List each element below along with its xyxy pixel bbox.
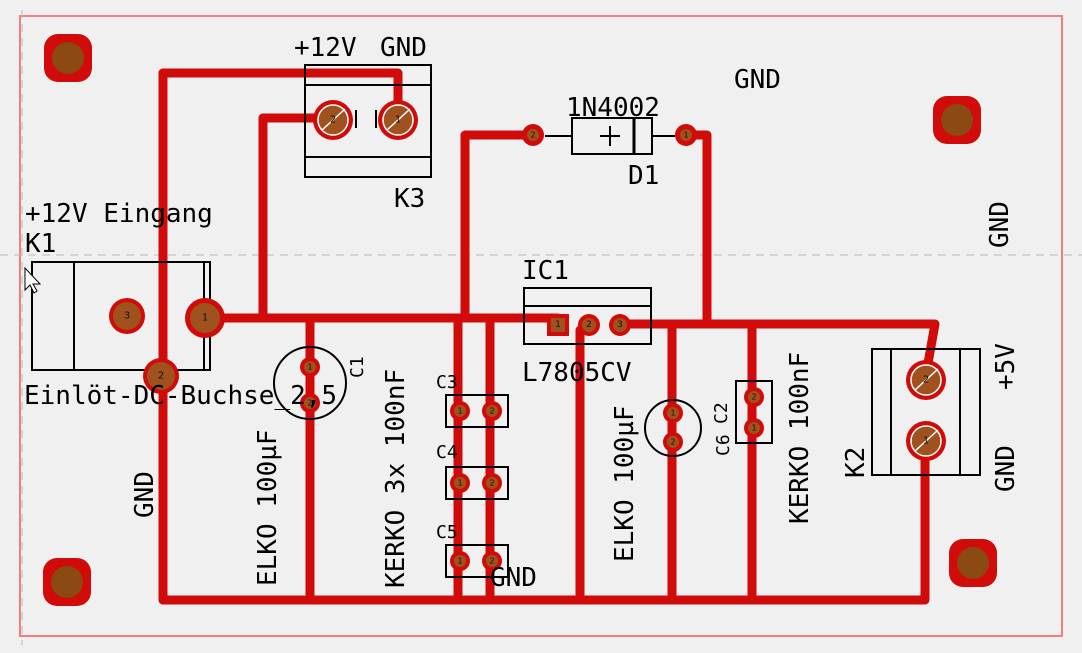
label-kerko-group: KERKO 3x 100nF bbox=[381, 369, 411, 588]
svg-text:2: 2 bbox=[586, 320, 592, 330]
svg-text:1: 1 bbox=[202, 313, 208, 324]
c6-pad-2: 2 bbox=[663, 432, 683, 452]
svg-text:3: 3 bbox=[617, 320, 623, 330]
svg-text:1: 1 bbox=[457, 407, 462, 416]
svg-text:1: 1 bbox=[307, 363, 312, 372]
label-ic1: IC1 bbox=[522, 256, 569, 286]
svg-text:2: 2 bbox=[670, 438, 675, 447]
mounting-hole-bl bbox=[43, 558, 91, 606]
label-k3-gnd: GND bbox=[380, 33, 427, 63]
svg-text:2: 2 bbox=[307, 399, 312, 408]
c3-pad-2: 2 bbox=[482, 401, 502, 421]
ic1-pad-2: 2 bbox=[578, 314, 600, 336]
label-k2: K2 bbox=[841, 447, 871, 478]
svg-text:2: 2 bbox=[489, 479, 494, 488]
label-d1: D1 bbox=[628, 161, 659, 191]
label-c2: C2 bbox=[711, 402, 732, 424]
svg-text:1: 1 bbox=[683, 131, 688, 140]
label-k3: K3 bbox=[394, 184, 425, 214]
c2-pad-2: 2 bbox=[744, 387, 764, 407]
label-c2-text: KERKO 100nF bbox=[785, 352, 815, 524]
svg-text:1: 1 bbox=[457, 557, 462, 566]
svg-text:1: 1 bbox=[670, 409, 675, 418]
k2-pad-2: 2 bbox=[906, 360, 946, 400]
label-c6-text: ELKO 100µF bbox=[610, 405, 640, 562]
mounting-hole-tr bbox=[933, 96, 981, 144]
label-gnd-left: GND bbox=[130, 471, 160, 518]
label-gnd-top: GND bbox=[734, 65, 781, 95]
c3-pad-1: 1 bbox=[450, 401, 470, 421]
svg-text:1: 1 bbox=[923, 436, 929, 447]
mouse-cursor-icon bbox=[24, 266, 42, 294]
svg-text:2: 2 bbox=[489, 407, 494, 416]
k3-pad-1: 1 bbox=[378, 100, 418, 140]
svg-text:2: 2 bbox=[751, 393, 756, 402]
c5-pad-2: 2 bbox=[482, 551, 502, 571]
ic1-pad-3: 3 bbox=[609, 314, 631, 336]
svg-text:1: 1 bbox=[395, 115, 401, 126]
c1-pad-2: 2 bbox=[300, 393, 320, 413]
label-c1: C1 bbox=[347, 356, 368, 378]
k1-pad-3: 3 bbox=[109, 298, 145, 334]
label-c5: C5 bbox=[436, 522, 458, 543]
c4-pad-2: 2 bbox=[482, 473, 502, 493]
label-ic1-part: L7805CV bbox=[522, 358, 632, 388]
mounting-hole-tl bbox=[44, 34, 92, 82]
mounting-hole-br bbox=[949, 539, 997, 587]
c6-pad-1: 1 bbox=[663, 403, 683, 423]
svg-text:1: 1 bbox=[457, 479, 462, 488]
svg-text:2: 2 bbox=[158, 371, 164, 382]
c4-pad-1: 1 bbox=[450, 473, 470, 493]
k1-pad-2: 2 bbox=[143, 358, 179, 394]
label-k3-plus: +12V bbox=[294, 33, 357, 63]
c2-pad-1: 1 bbox=[744, 418, 764, 438]
svg-text:2: 2 bbox=[530, 131, 535, 140]
label-c4: C4 bbox=[436, 442, 458, 463]
k3-pad-2: 2 bbox=[313, 100, 353, 140]
d1-pad-1: 1 bbox=[675, 124, 697, 146]
ic1-pad-1: 1 bbox=[547, 314, 569, 336]
svg-text:1: 1 bbox=[751, 424, 756, 433]
k2-pad-1: 1 bbox=[906, 421, 946, 461]
svg-text:1: 1 bbox=[555, 320, 561, 330]
label-c3: C3 bbox=[436, 372, 458, 393]
svg-text:2: 2 bbox=[923, 375, 929, 386]
label-c6: C6 bbox=[713, 434, 734, 456]
label-k1-part: Einlöt-DC-Buchse_2,5 bbox=[24, 381, 337, 411]
label-k2-plus: +5V bbox=[991, 343, 1021, 390]
svg-text:2: 2 bbox=[330, 115, 336, 126]
label-k1: K1 bbox=[25, 229, 56, 259]
label-diode-part: 1N4002 bbox=[566, 93, 660, 123]
label-c1-text: ELKO 100µF bbox=[253, 429, 283, 586]
c5-pad-1: 1 bbox=[450, 551, 470, 571]
svg-text:2: 2 bbox=[489, 557, 494, 566]
svg-text:3: 3 bbox=[124, 311, 130, 322]
label-gnd-c5: GND bbox=[490, 563, 537, 593]
label-gnd-right: GND bbox=[985, 201, 1015, 248]
label-k1-title: +12V Eingang bbox=[25, 199, 213, 229]
label-k2-gnd: GND bbox=[991, 445, 1021, 492]
d1-pad-2: 2 bbox=[522, 124, 544, 146]
k1-pad-1: 1 bbox=[185, 298, 225, 338]
c1-pad-1: 1 bbox=[300, 357, 320, 377]
